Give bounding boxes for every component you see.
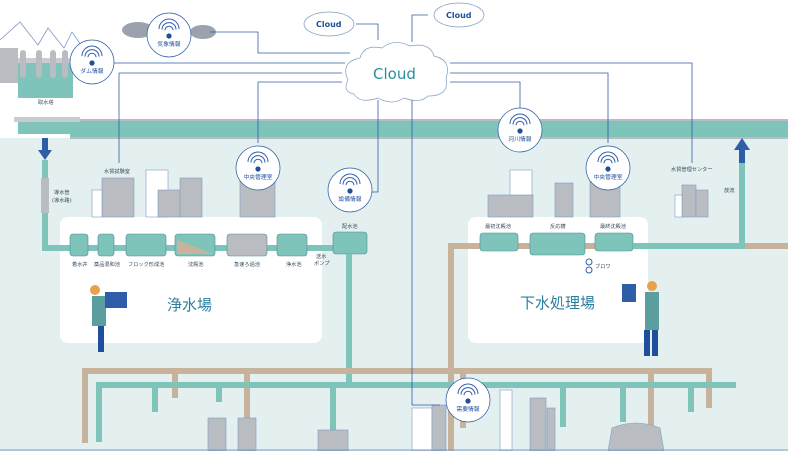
wifi-node-label: 中央管理室 (594, 173, 623, 181)
wifi-node-label: 気象情報 (157, 40, 180, 48)
wifi-node-label: ダム情報 (80, 67, 103, 75)
discharge-arrow (734, 138, 750, 150)
intake-label: 取水塔 (38, 98, 54, 106)
worker-sewage-plant (622, 281, 659, 356)
water-lab-label: 水質試験室 (104, 167, 130, 175)
small-cloud-left: Cloud (303, 11, 355, 37)
wifi-node-label: 中央管理室 (244, 173, 273, 181)
small-cloud-right: Cloud (433, 2, 485, 28)
stage-label: 最初沈殿池 (485, 222, 511, 230)
sewage-plant-title: 下水処理場 (520, 294, 595, 312)
stage-label: フロック形成池 (128, 260, 164, 268)
stage-label: 薬品混和池 (94, 260, 120, 268)
reservoir-label: 配水池 (342, 222, 358, 230)
wifi-node-dam: ダム情報 (69, 39, 115, 85)
water-network (96, 382, 736, 442)
conduit-label-2: (導水路) (52, 196, 72, 204)
pump-label-2: ポンプ (314, 259, 330, 267)
wifi-node-weather: 気象情報 (146, 12, 192, 58)
wifi-node-label: 需要情報 (456, 405, 479, 413)
wifi-icon (81, 45, 103, 66)
worker-water-plant (90, 285, 127, 352)
stage-tank (69, 233, 89, 257)
stage-label: 沈殿池 (188, 260, 204, 268)
pump-label-1: 送水 (316, 252, 327, 260)
small-cloud-left-label: Cloud (316, 20, 342, 29)
main-cloud-label: Cloud (373, 65, 416, 83)
data-connections (114, 14, 693, 406)
wifi-node-facility: 設備情報 (327, 167, 373, 213)
stage-tank (125, 233, 167, 257)
wifi-icon (247, 151, 269, 172)
wifi-node-river: 河川情報 (497, 107, 543, 153)
wifi-icon (509, 113, 531, 134)
stage-label: 最終沈殿池 (600, 222, 626, 230)
stage-label: 着水井 (72, 260, 88, 268)
blower-label: ブロワ (595, 262, 611, 270)
wifi-icon (457, 383, 479, 404)
stage-label: 反応槽 (550, 222, 566, 230)
mountains (0, 21, 91, 59)
water-quality-center-label: 水質管理センター (671, 165, 713, 173)
stage-label: 急速ろ過池 (234, 260, 260, 268)
water-plant-title: 浄水場 (167, 296, 212, 314)
stage-tank (276, 233, 308, 257)
water-quality-center-building (674, 184, 709, 218)
main-cloud: Cloud (345, 42, 448, 103)
wifi-icon (339, 173, 361, 194)
stage-tank (226, 233, 268, 257)
wifi-node-water_central: 中央管理室 (235, 145, 281, 191)
stage-tank (97, 233, 115, 257)
river (70, 119, 788, 139)
sewage-stages: 最初沈殿池 反応槽 最終沈殿池 ブロワ (479, 222, 634, 274)
wifi-icon (597, 151, 619, 172)
stage-tank (529, 232, 586, 256)
wifi-node-sewage_central: 中央管理室 (585, 145, 631, 191)
blower-icon (585, 258, 593, 266)
wifi-node-label: 設備情報 (338, 195, 361, 203)
stage-tank (479, 232, 519, 252)
wifi-node-label: 河川情報 (508, 135, 531, 143)
reservoir-tank (332, 231, 368, 255)
blower-icon (585, 266, 593, 274)
water-stages: 着水井 薬品混和池 フロック形成池 沈殿池 急速ろ過池 浄水池 送水 ポンプ 配… (69, 222, 368, 268)
stage-label: 浄水池 (286, 260, 302, 268)
small-cloud-right-label: Cloud (446, 11, 472, 20)
stage-tank (594, 232, 634, 252)
conduit-label-1: 導水管 (54, 188, 70, 196)
wifi-node-demand: 需要情報 (445, 377, 491, 423)
discharge-label: 放流 (724, 186, 734, 194)
rain-clouds (122, 22, 216, 39)
wifi-icon (158, 18, 180, 39)
dam: 取水塔 (0, 48, 80, 134)
